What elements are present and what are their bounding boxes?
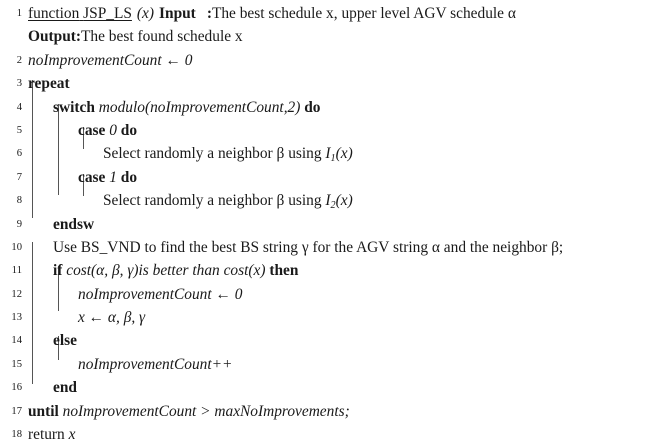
function-keyword: function — [28, 5, 80, 22]
line-number: 1 — [16, 8, 22, 19]
line-content: Select randomly a neighbor β using I2(x) — [0, 189, 650, 212]
algorithm-line-13: 13 x ← α, β, γ — [0, 306, 650, 329]
algorithm-line-4: 4 switch modulo(noImprovementCount,2) do — [0, 96, 650, 119]
line-content: case 0 do — [0, 119, 650, 142]
line-content: if cost(α, β, γ)is better than cost(x) t… — [0, 259, 650, 282]
switch-keyword: switch — [53, 98, 95, 116]
line-content: Output:The best found schedule x — [0, 25, 650, 48]
input-label: Input — [159, 5, 196, 22]
line-content: case 1 do — [0, 166, 650, 189]
case-keyword: case — [78, 168, 106, 186]
line-content: endsw — [53, 215, 95, 233]
line-number: 4 — [16, 101, 22, 113]
then-keyword: then — [269, 262, 299, 280]
line-number: 12 — [11, 288, 22, 300]
line-number: 13 — [11, 312, 22, 324]
line-content: switch modulo(noImprovementCount,2) do — [0, 96, 650, 119]
line-number: 9 — [16, 218, 22, 230]
neighborhood-subscript: 1 — [330, 153, 336, 165]
algorithm-line-10: 10 Use BS_VND to find the best BS string… — [0, 236, 650, 259]
statement-argument: (x) — [335, 145, 353, 163]
line-content: function JSP_LS(x)Input:The best schedul… — [0, 2, 650, 25]
line-content: until noImprovementCount > maxNoImprovem… — [0, 400, 650, 423]
line-number: 16 — [11, 382, 22, 394]
line-number: 14 — [11, 335, 22, 347]
algorithm-line-7: 7 case 1 do — [0, 166, 650, 189]
input-description: The best schedule x, upper level AGV sch… — [211, 5, 516, 22]
statement-text: Select randomly a neighbor β using — [103, 192, 326, 210]
line-content: end — [53, 379, 77, 397]
indent-rail-level-2-switch — [58, 104, 59, 195]
algorithm-line-17: 17 until noImprovementCount > maxNoImpro… — [0, 400, 650, 423]
if-keyword: if — [53, 262, 63, 280]
case-keyword: case — [78, 121, 106, 139]
indent-rail-level-2-if — [58, 266, 59, 311]
line-content: Select randomly a neighbor β using I1(x) — [0, 142, 650, 165]
line-content: noImprovementCount++ — [78, 355, 233, 373]
indent-rail-level-1-lower — [32, 242, 33, 384]
line-number: 15 — [11, 358, 22, 370]
algorithm-line-3: 3 repeat — [0, 72, 650, 95]
algorithm-line-12: 12 noImprovementCount ← 0 — [0, 283, 650, 306]
until-keyword: until — [28, 402, 59, 420]
line-number: 8 — [16, 195, 22, 207]
algorithm-line-output: Output:The best found schedule x — [0, 25, 650, 48]
until-condition: noImprovementCount > maxNoImprovements; — [62, 402, 350, 420]
line-number: 6 — [16, 148, 22, 160]
if-condition: cost(α, β, γ)is better than cost(x) — [66, 262, 266, 280]
line-content: noImprovementCount ← 0 — [78, 285, 243, 303]
line-number: 10 — [11, 241, 22, 253]
do-keyword: do — [120, 121, 138, 139]
do-keyword: do — [304, 98, 321, 116]
indent-rail-level-1 — [32, 80, 33, 218]
neighborhood-symbol: I — [325, 145, 331, 163]
statement-text: Select randomly a neighbor β using — [103, 145, 326, 163]
line-content: Use BS_VND to find the best BS string γ … — [53, 238, 564, 256]
statement-argument: (x) — [335, 192, 353, 210]
switch-expression: modulo(noImprovementCount,2) — [98, 98, 301, 116]
line-number: 11 — [11, 265, 22, 277]
line-number: 17 — [11, 405, 22, 417]
algorithm-line-11: 11 if cost(α, β, γ)is better than cost(x… — [0, 259, 650, 282]
case-value: 1 — [109, 168, 117, 186]
line-number: 3 — [16, 78, 22, 90]
neighborhood-subscript: 2 — [330, 199, 336, 211]
indent-rail-level-2-else — [58, 336, 59, 360]
algorithm-line-15: 15 noImprovementCount++ — [0, 353, 650, 376]
indent-rail-level-3-case0 — [83, 127, 84, 149]
algorithm-line-16: 16 end — [0, 376, 650, 399]
algorithm-line-14: 14 else — [0, 329, 650, 352]
case-value: 0 — [109, 121, 117, 139]
algorithm-line-9: 9 endsw — [0, 213, 650, 236]
input-separator: : — [206, 5, 212, 22]
function-argument: (x) — [136, 5, 155, 22]
output-description: The best found schedule x — [81, 28, 243, 46]
line-content: noImprovementCount ← 0 — [28, 51, 193, 69]
algorithm-line-8: 8 Select randomly a neighbor β using I2(… — [0, 189, 650, 212]
algorithm-line-5: 5 case 0 do — [0, 119, 650, 142]
algorithm-line-1: 1 function JSP_LS(x)Input:The best sched… — [0, 2, 650, 25]
line-number: 5 — [16, 124, 22, 136]
indent-rail-level-3-case1 — [83, 174, 84, 196]
line-number: 7 — [16, 171, 22, 183]
neighborhood-symbol: I — [325, 192, 331, 210]
algorithm-line-2: 2 noImprovementCount ← 0 — [0, 49, 650, 72]
algorithm-line-6: 6 Select randomly a neighbor β using I1(… — [0, 142, 650, 165]
do-keyword: do — [120, 168, 138, 186]
line-content: else — [53, 332, 77, 350]
output-label: Output: — [28, 28, 82, 46]
line-content: x ← α, β, γ — [78, 309, 146, 327]
line-content: repeat — [28, 75, 70, 93]
function-name: JSP_LS — [83, 5, 132, 22]
line-number: 2 — [16, 54, 22, 66]
